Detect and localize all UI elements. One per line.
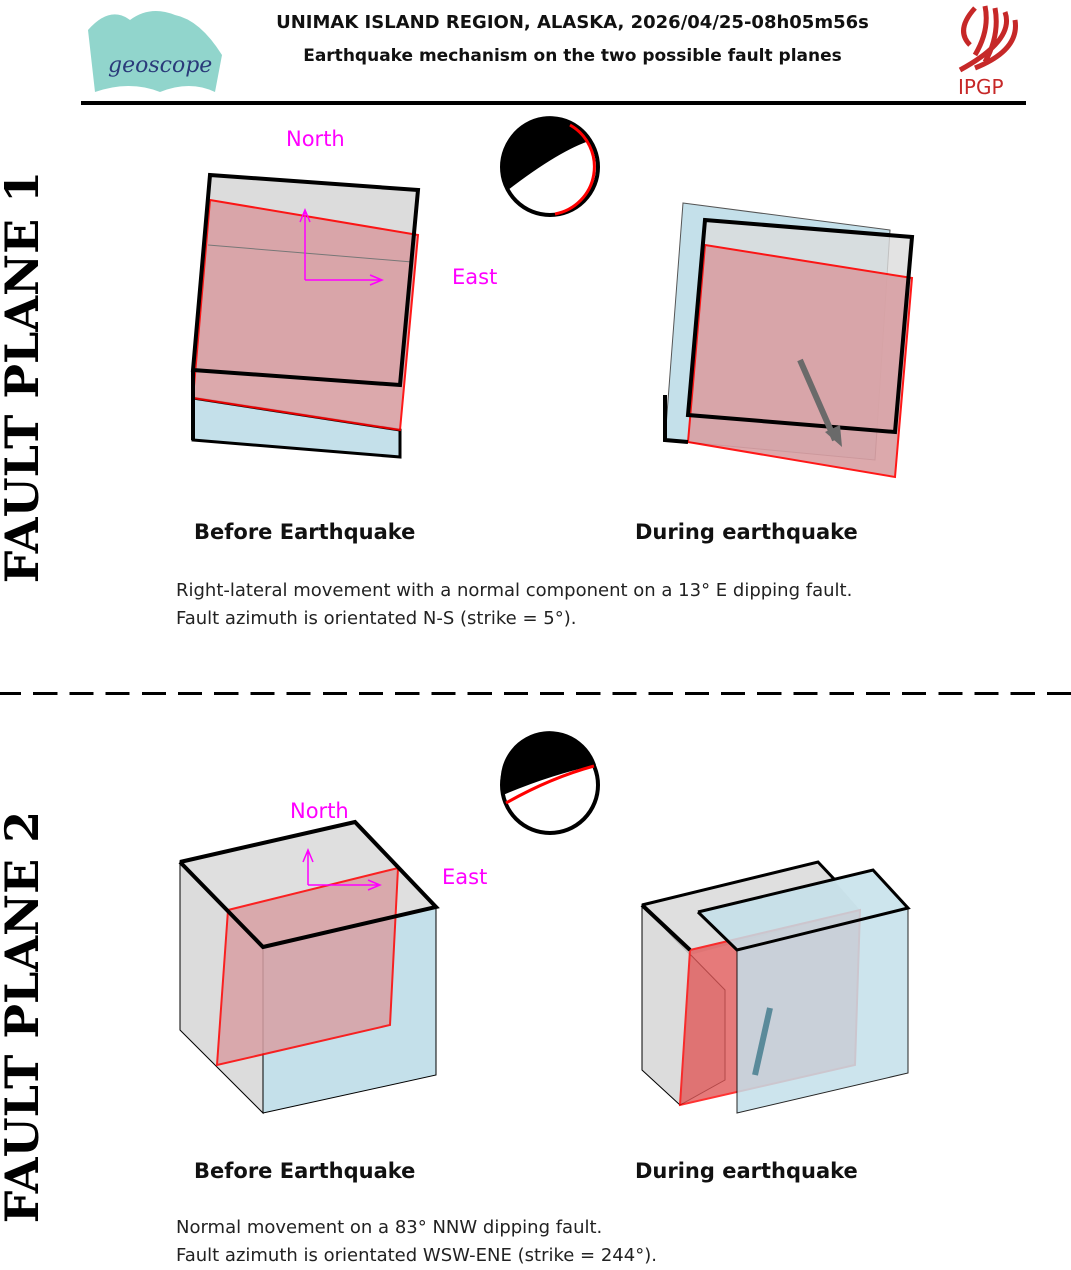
description-line-1: Right-lateral movement with a normal com…: [176, 580, 853, 601]
description-line-2: Fault azimuth is orientated WSW-ENE (str…: [176, 1245, 657, 1266]
beachball-2: [500, 731, 600, 835]
section-divider: [0, 692, 1071, 695]
during-label: During earthquake: [635, 1159, 858, 1183]
slip-arrow-icon: [797, 358, 838, 442]
header-divider: [81, 101, 1026, 105]
north-label: North: [290, 799, 349, 823]
fp2-during-block: [640, 860, 911, 1114]
before-label: Before Earthquake: [194, 1159, 416, 1183]
north-label: North: [286, 127, 345, 151]
beachball-1: [500, 116, 600, 217]
fp2-before-block: [178, 819, 440, 1115]
fault-plane-2-label: FAULT PLANE 2: [0, 810, 49, 1224]
east-label: East: [442, 865, 488, 889]
ipgp-logo: IPGP: [958, 5, 1018, 99]
page-subtitle: Earthquake mechanism on the two possible…: [303, 46, 842, 66]
svg-text:geoscope: geoscope: [108, 53, 212, 78]
description-line-1: Normal movement on a 83° NNW dipping fau…: [176, 1217, 603, 1238]
description-line-2: Fault azimuth is orientated N-S (strike …: [176, 608, 577, 629]
east-label: East: [452, 265, 498, 289]
compass-arrows-icon: [302, 848, 382, 891]
svg-text:IPGP: IPGP: [958, 75, 1004, 99]
fault-plane-1-label: FAULT PLANE 1: [0, 170, 49, 584]
compass-arrows-icon: [299, 208, 384, 286]
description: Normal movement on a 83° NNW dipping fau…: [176, 1214, 657, 1270]
slip-arrow-icon: [752, 1007, 773, 1076]
during-label: During earthquake: [635, 520, 858, 544]
description: Right-lateral movement with a normal com…: [176, 577, 852, 633]
page-title: UNIMAK ISLAND REGION, ALASKA, 2026/04/25…: [276, 12, 869, 33]
fp1-during-block: [663, 202, 915, 479]
geoscope-logo: geoscope: [88, 11, 222, 92]
fp1-before-block: [190, 172, 421, 459]
before-label: Before Earthquake: [194, 520, 416, 544]
